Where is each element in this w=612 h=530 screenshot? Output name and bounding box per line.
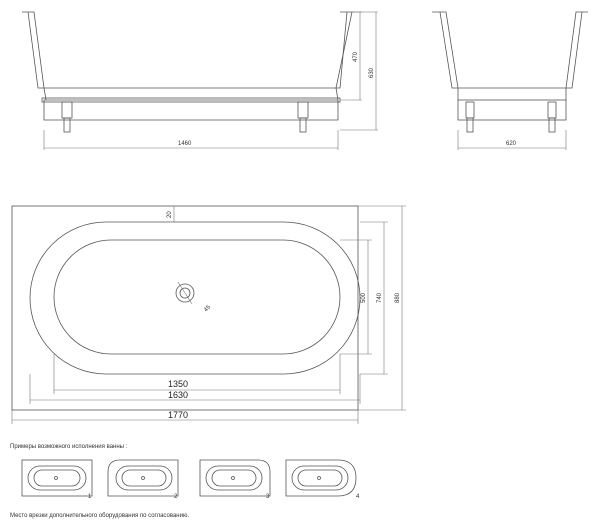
dim-630: 630 [369,67,375,78]
right-foot [297,101,309,119]
variant-2: 2 [107,459,179,500]
dim-500: 500 [361,292,367,303]
dim-880: 880 [395,292,401,303]
plan-view: 45 20 500 740 880 1350 1630 1770 [11,205,406,424]
dim-1460: 1460 [178,141,192,147]
variants-caption: Примеры возможного исполнения ванны : [10,444,128,450]
variant-1: 1 [21,459,93,500]
dim-620: 620 [506,141,517,147]
dim-470: 470 [353,51,359,62]
dim-1770: 1770 [168,410,188,420]
variant-label-2: 2 [174,494,178,500]
variant-label-4: 4 [356,494,360,500]
variant-3: 3 [199,459,271,500]
footer-note: Место врезки дополнительного оборудовани… [10,513,190,519]
drain-angle-label: 45 [203,304,212,313]
left-foot [61,101,73,119]
variant-label-3: 3 [266,494,270,500]
inner-rim [29,221,361,375]
dim-1630: 1630 [168,390,188,400]
side-view: 470 630 1460 [22,11,378,150]
outer-rim [11,205,359,411]
drain [175,283,195,303]
dim-1350: 1350 [168,379,188,389]
end-view: 620 [432,11,588,150]
variant-label-1: 1 [88,494,92,500]
variant-examples: 1 2 3 4 [21,459,360,500]
basin [53,239,341,355]
dim-20: 20 [167,211,173,218]
variant-4: 4 [285,459,360,500]
dim-740: 740 [377,292,383,303]
